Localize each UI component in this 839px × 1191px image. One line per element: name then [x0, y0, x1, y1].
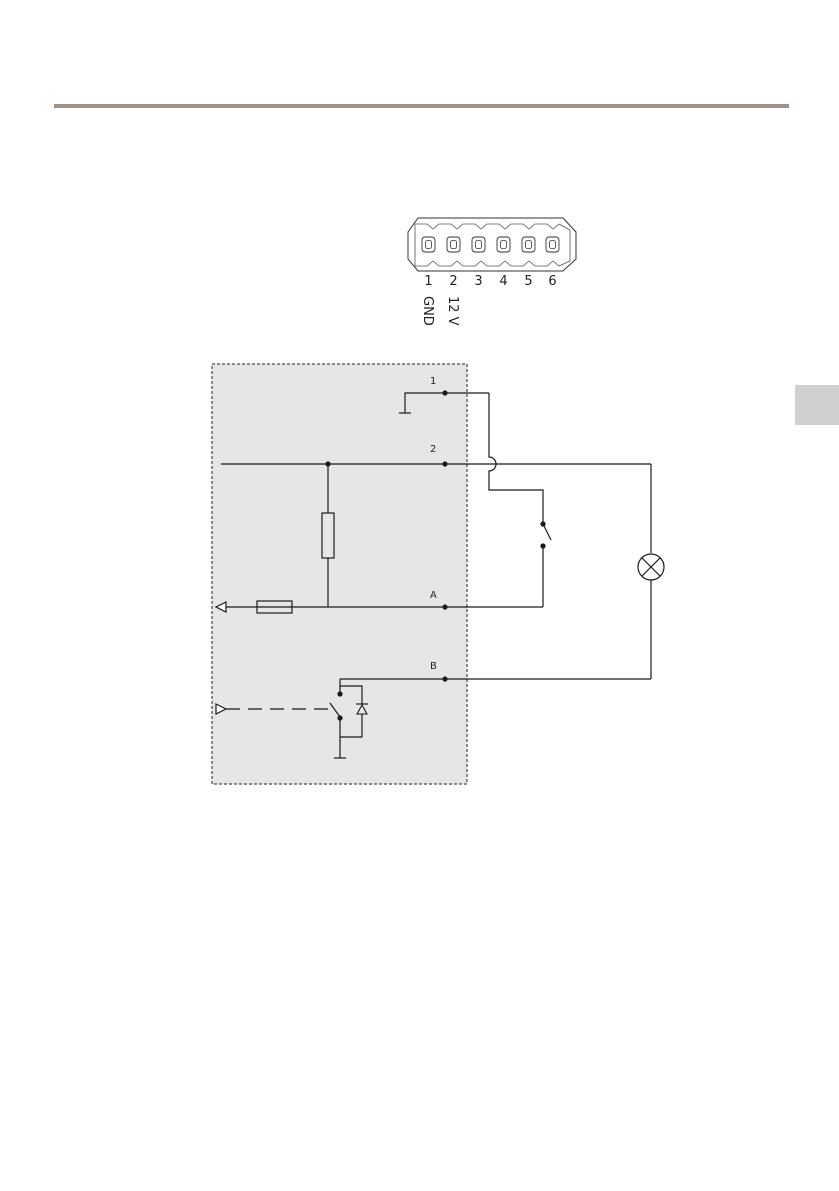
- connector-pin-numbers: 1 2 3 4 5 6: [424, 274, 556, 289]
- dot-pin-b: [442, 676, 447, 681]
- dot-pin2: [442, 461, 447, 466]
- wire-pin1-to-switch: [489, 393, 543, 523]
- schematic: 1 2 A B: [212, 364, 664, 784]
- pin-number-6: 6: [548, 274, 556, 289]
- pin-number-4: 4: [499, 274, 507, 289]
- pin-number-3: 3: [474, 274, 482, 289]
- dot-switch-top: [540, 521, 545, 526]
- dot-resistor-top: [325, 461, 330, 466]
- pin-number-1: 1: [424, 274, 432, 289]
- switch-icon: [543, 524, 551, 540]
- dot-pin1: [442, 390, 447, 395]
- dot-pin-a: [442, 604, 447, 609]
- dot-relay-top: [337, 691, 342, 696]
- node-label-2: 2: [430, 444, 436, 455]
- dot-switch-bottom: [540, 543, 545, 548]
- pin-number-5: 5: [524, 274, 532, 289]
- dot-relay-bottom: [337, 715, 342, 720]
- pin-number-2: 2: [449, 274, 457, 289]
- node-label-a: A: [430, 590, 437, 601]
- pin-label-12v: 12 V: [445, 296, 460, 326]
- node-label-1: 1: [430, 376, 436, 387]
- node-label-b: B: [430, 661, 437, 672]
- pin-label-gnd: GND: [420, 296, 435, 326]
- connector-block: 1 2 3 4 5 6 GND 12 V: [408, 218, 576, 326]
